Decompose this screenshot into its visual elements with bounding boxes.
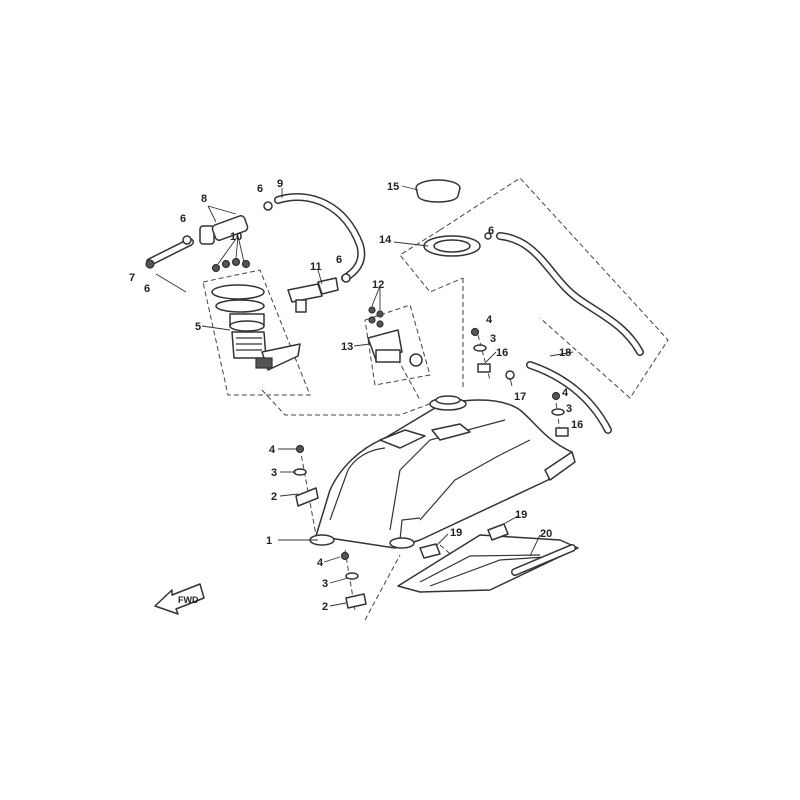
filler-cap-group <box>415 179 644 434</box>
callout-16: 16 <box>571 419 583 431</box>
callout-4: 4 <box>562 387 569 399</box>
fuel-pump-assembly <box>211 257 301 371</box>
callout-19: 19 <box>515 509 527 521</box>
callout-17: 17 <box>514 391 526 403</box>
callout-3: 3 <box>322 578 328 590</box>
mounting-hardware <box>293 327 569 609</box>
fwd-label: FWD <box>178 595 199 605</box>
callout-4: 4 <box>269 444 276 456</box>
callout-19: 19 <box>450 527 462 539</box>
fuel-tank <box>309 395 576 549</box>
callout-12: 12 <box>372 279 384 291</box>
callout-1: 1 <box>266 535 272 547</box>
callout-15: 15 <box>387 181 399 193</box>
callout-2: 2 <box>271 491 277 503</box>
callout-9: 9 <box>277 178 283 190</box>
callout-20: 20 <box>540 528 552 540</box>
forward-arrow-icon: FWD <box>154 583 205 615</box>
fuel-line-group <box>145 193 366 313</box>
callout-3: 3 <box>271 467 277 479</box>
callout-labels: 1 2 2 3 3 3 3 4 4 4 4 5 6 6 6 6 6 7 8 9 … <box>129 178 583 613</box>
callout-8: 8 <box>201 193 207 205</box>
callout-6: 6 <box>144 283 150 295</box>
callout-18: 18 <box>559 347 571 359</box>
callout-6: 6 <box>180 213 186 225</box>
callout-16: 16 <box>496 347 508 359</box>
callout-6: 6 <box>336 254 342 266</box>
callout-3: 3 <box>566 403 572 415</box>
callout-2: 2 <box>322 601 328 613</box>
callout-11: 11 <box>310 261 322 273</box>
callout-6: 6 <box>257 183 263 195</box>
fuel-level-sender <box>367 306 423 367</box>
callout-4: 4 <box>317 557 324 569</box>
callout-13: 13 <box>341 341 353 353</box>
callout-3: 3 <box>490 333 496 345</box>
callout-14: 14 <box>379 234 392 246</box>
callout-7: 7 <box>129 272 135 284</box>
callout-leaders <box>155 185 574 607</box>
callout-5: 5 <box>195 321 201 333</box>
callout-10: 10 <box>230 231 242 243</box>
callout-4: 4 <box>486 314 493 326</box>
callout-6: 6 <box>488 225 494 237</box>
